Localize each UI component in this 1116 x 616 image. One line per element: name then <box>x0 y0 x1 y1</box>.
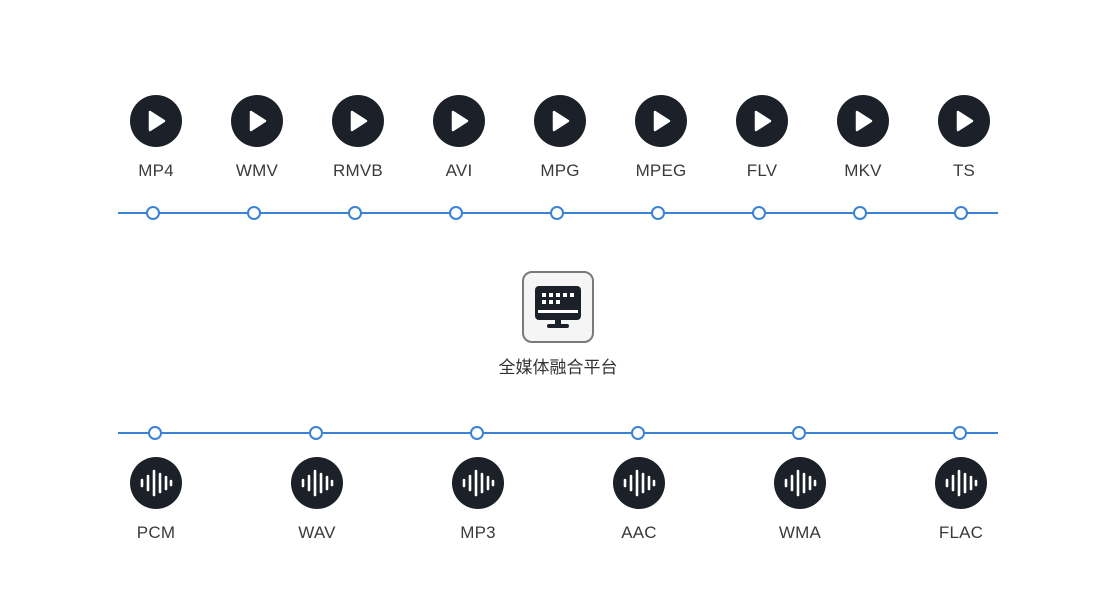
video-format-label: MPG <box>540 161 580 180</box>
video-format-label: AVI <box>445 161 473 180</box>
audio-format-aac: AAC <box>589 457 689 543</box>
audio-format-label: WAV <box>298 523 336 542</box>
platform-icon-box <box>522 271 594 343</box>
video-connector-dot <box>752 206 766 220</box>
sound-wave-icon <box>452 457 504 509</box>
play-icon <box>635 95 687 147</box>
audio-format-label: MP3 <box>460 523 496 542</box>
video-format-label: MP4 <box>138 161 174 180</box>
video-format-mpg: MPG <box>510 95 610 181</box>
audio-format-flac: FLAC <box>911 457 1011 543</box>
video-format-label: FLV <box>746 161 778 180</box>
audio-format-label: FLAC <box>938 523 984 542</box>
audio-connector-dot <box>631 426 645 440</box>
video-connector-dot <box>954 206 968 220</box>
sound-wave-icon <box>130 457 182 509</box>
video-format-avi: AVI <box>409 95 509 181</box>
video-format-mpeg: MPEG <box>611 95 711 181</box>
video-connector-dot <box>348 206 362 220</box>
play-icon <box>332 95 384 147</box>
audio-connector-dot <box>148 426 162 440</box>
video-connector-dot <box>449 206 463 220</box>
audio-connector-line <box>118 432 998 434</box>
sound-wave-icon <box>291 457 343 509</box>
audio-format-wma: WMA <box>750 457 850 543</box>
audio-format-pcm: PCM <box>106 457 206 543</box>
video-connector-dot <box>853 206 867 220</box>
media-platform-hub: 全媒体融合平台 <box>458 271 658 378</box>
play-icon <box>130 95 182 147</box>
video-format-mp4: MP4 <box>106 95 206 181</box>
audio-connector-dot <box>470 426 484 440</box>
audio-format-mp3: MP3 <box>428 457 528 543</box>
video-connector-dot <box>651 206 665 220</box>
audio-format-wav: WAV <box>267 457 367 543</box>
sound-wave-icon <box>935 457 987 509</box>
audio-connector-dot <box>792 426 806 440</box>
video-format-label: RMVB <box>333 161 383 180</box>
video-format-rmvb: RMVB <box>308 95 408 181</box>
play-icon <box>231 95 283 147</box>
audio-connector-dot <box>309 426 323 440</box>
video-connector-dot <box>550 206 564 220</box>
audio-format-label: WMA <box>778 523 822 542</box>
video-connector-dot <box>247 206 261 220</box>
play-icon <box>938 95 990 147</box>
sound-wave-icon <box>774 457 826 509</box>
play-icon <box>837 95 889 147</box>
audio-format-label: PCM <box>136 523 176 542</box>
play-icon <box>736 95 788 147</box>
audio-format-label: AAC <box>621 523 657 542</box>
video-format-label: MPEG <box>635 161 687 180</box>
video-format-label: WMV <box>235 161 279 180</box>
video-format-mkv: MKV <box>813 95 913 181</box>
play-icon <box>433 95 485 147</box>
video-connector-dot <box>146 206 160 220</box>
play-icon <box>534 95 586 147</box>
platform-label: 全媒体融合平台 <box>498 358 618 377</box>
video-format-label: TS <box>952 161 976 180</box>
video-format-ts: TS <box>914 95 1014 181</box>
video-format-label: MKV <box>844 161 882 180</box>
audio-connector-dot <box>953 426 967 440</box>
video-format-flv: FLV <box>712 95 812 181</box>
monitor-dashboard-icon <box>535 286 581 328</box>
sound-wave-icon <box>613 457 665 509</box>
video-format-wmv: WMV <box>207 95 307 181</box>
